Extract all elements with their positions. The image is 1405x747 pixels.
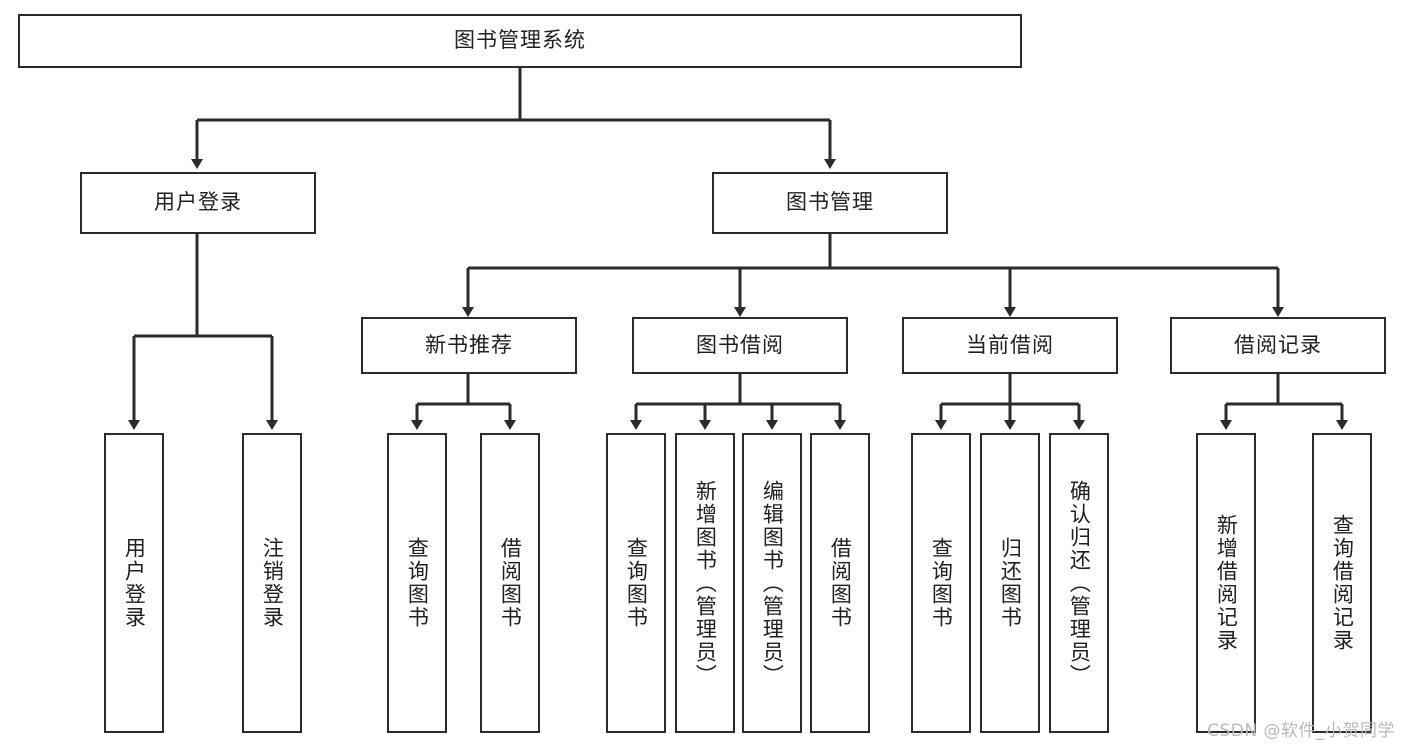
leaf-query-books-current-label: 查询图书 (929, 537, 954, 629)
leaf-borrow-books-recommend-label: 借阅图书 (498, 537, 523, 629)
leaf-add-borrow-record[interactable]: 新增借阅记录 (1196, 433, 1256, 733)
node-book-management[interactable]: 图书管理 (712, 172, 948, 234)
node-root[interactable]: 图书管理系统 (18, 14, 1022, 68)
leaf-edit-book-admin-label: 编辑图书（管理员） (760, 479, 785, 687)
leaf-query-books-recommend[interactable]: 查询图书 (387, 433, 447, 733)
leaf-borrow-books-borrow[interactable]: 借阅图书 (810, 433, 870, 733)
node-user-login-label: 用户登录 (154, 190, 242, 215)
node-new-book-recommend-label: 新书推荐 (425, 332, 513, 357)
leaf-query-books-borrow[interactable]: 查询图书 (606, 433, 666, 733)
leaf-add-borrow-record-label: 新增借阅记录 (1214, 514, 1239, 652)
node-book-borrow[interactable]: 图书借阅 (632, 317, 848, 374)
node-new-book-recommend[interactable]: 新书推荐 (361, 317, 577, 374)
leaf-confirm-return-admin[interactable]: 确认归还（管理员） (1049, 433, 1109, 733)
leaf-query-books-current[interactable]: 查询图书 (911, 433, 971, 733)
node-borrow-records-label: 借阅记录 (1234, 332, 1322, 357)
leaf-return-books[interactable]: 归还图书 (980, 433, 1040, 733)
node-user-login[interactable]: 用户登录 (80, 172, 316, 234)
leaf-user-login[interactable]: 用户登录 (104, 433, 164, 733)
leaf-query-books-recommend-label: 查询图书 (405, 537, 430, 629)
leaf-query-books-borrow-label: 查询图书 (624, 537, 649, 629)
leaf-return-books-label: 归还图书 (998, 537, 1023, 629)
leaf-logout-label: 注销登录 (260, 537, 285, 629)
leaf-query-borrow-record[interactable]: 查询借阅记录 (1312, 433, 1372, 733)
node-current-borrow[interactable]: 当前借阅 (902, 317, 1118, 374)
leaf-add-book-admin[interactable]: 新增图书（管理员） (675, 433, 735, 733)
leaf-borrow-books-borrow-label: 借阅图书 (828, 537, 853, 629)
leaf-add-book-admin-label: 新增图书（管理员） (693, 479, 718, 687)
leaf-query-borrow-record-label: 查询借阅记录 (1330, 514, 1355, 652)
leaf-confirm-return-admin-label: 确认归还（管理员） (1067, 479, 1092, 687)
node-root-label: 图书管理系统 (454, 28, 586, 53)
leaf-borrow-books-recommend[interactable]: 借阅图书 (480, 433, 540, 733)
leaf-user-login-label: 用户登录 (122, 537, 147, 629)
node-book-management-label: 图书管理 (786, 190, 874, 215)
leaf-logout[interactable]: 注销登录 (242, 433, 302, 733)
node-borrow-records[interactable]: 借阅记录 (1170, 317, 1386, 374)
node-current-borrow-label: 当前借阅 (966, 332, 1054, 357)
node-book-borrow-label: 图书借阅 (696, 332, 784, 357)
leaf-edit-book-admin[interactable]: 编辑图书（管理员） (742, 433, 802, 733)
